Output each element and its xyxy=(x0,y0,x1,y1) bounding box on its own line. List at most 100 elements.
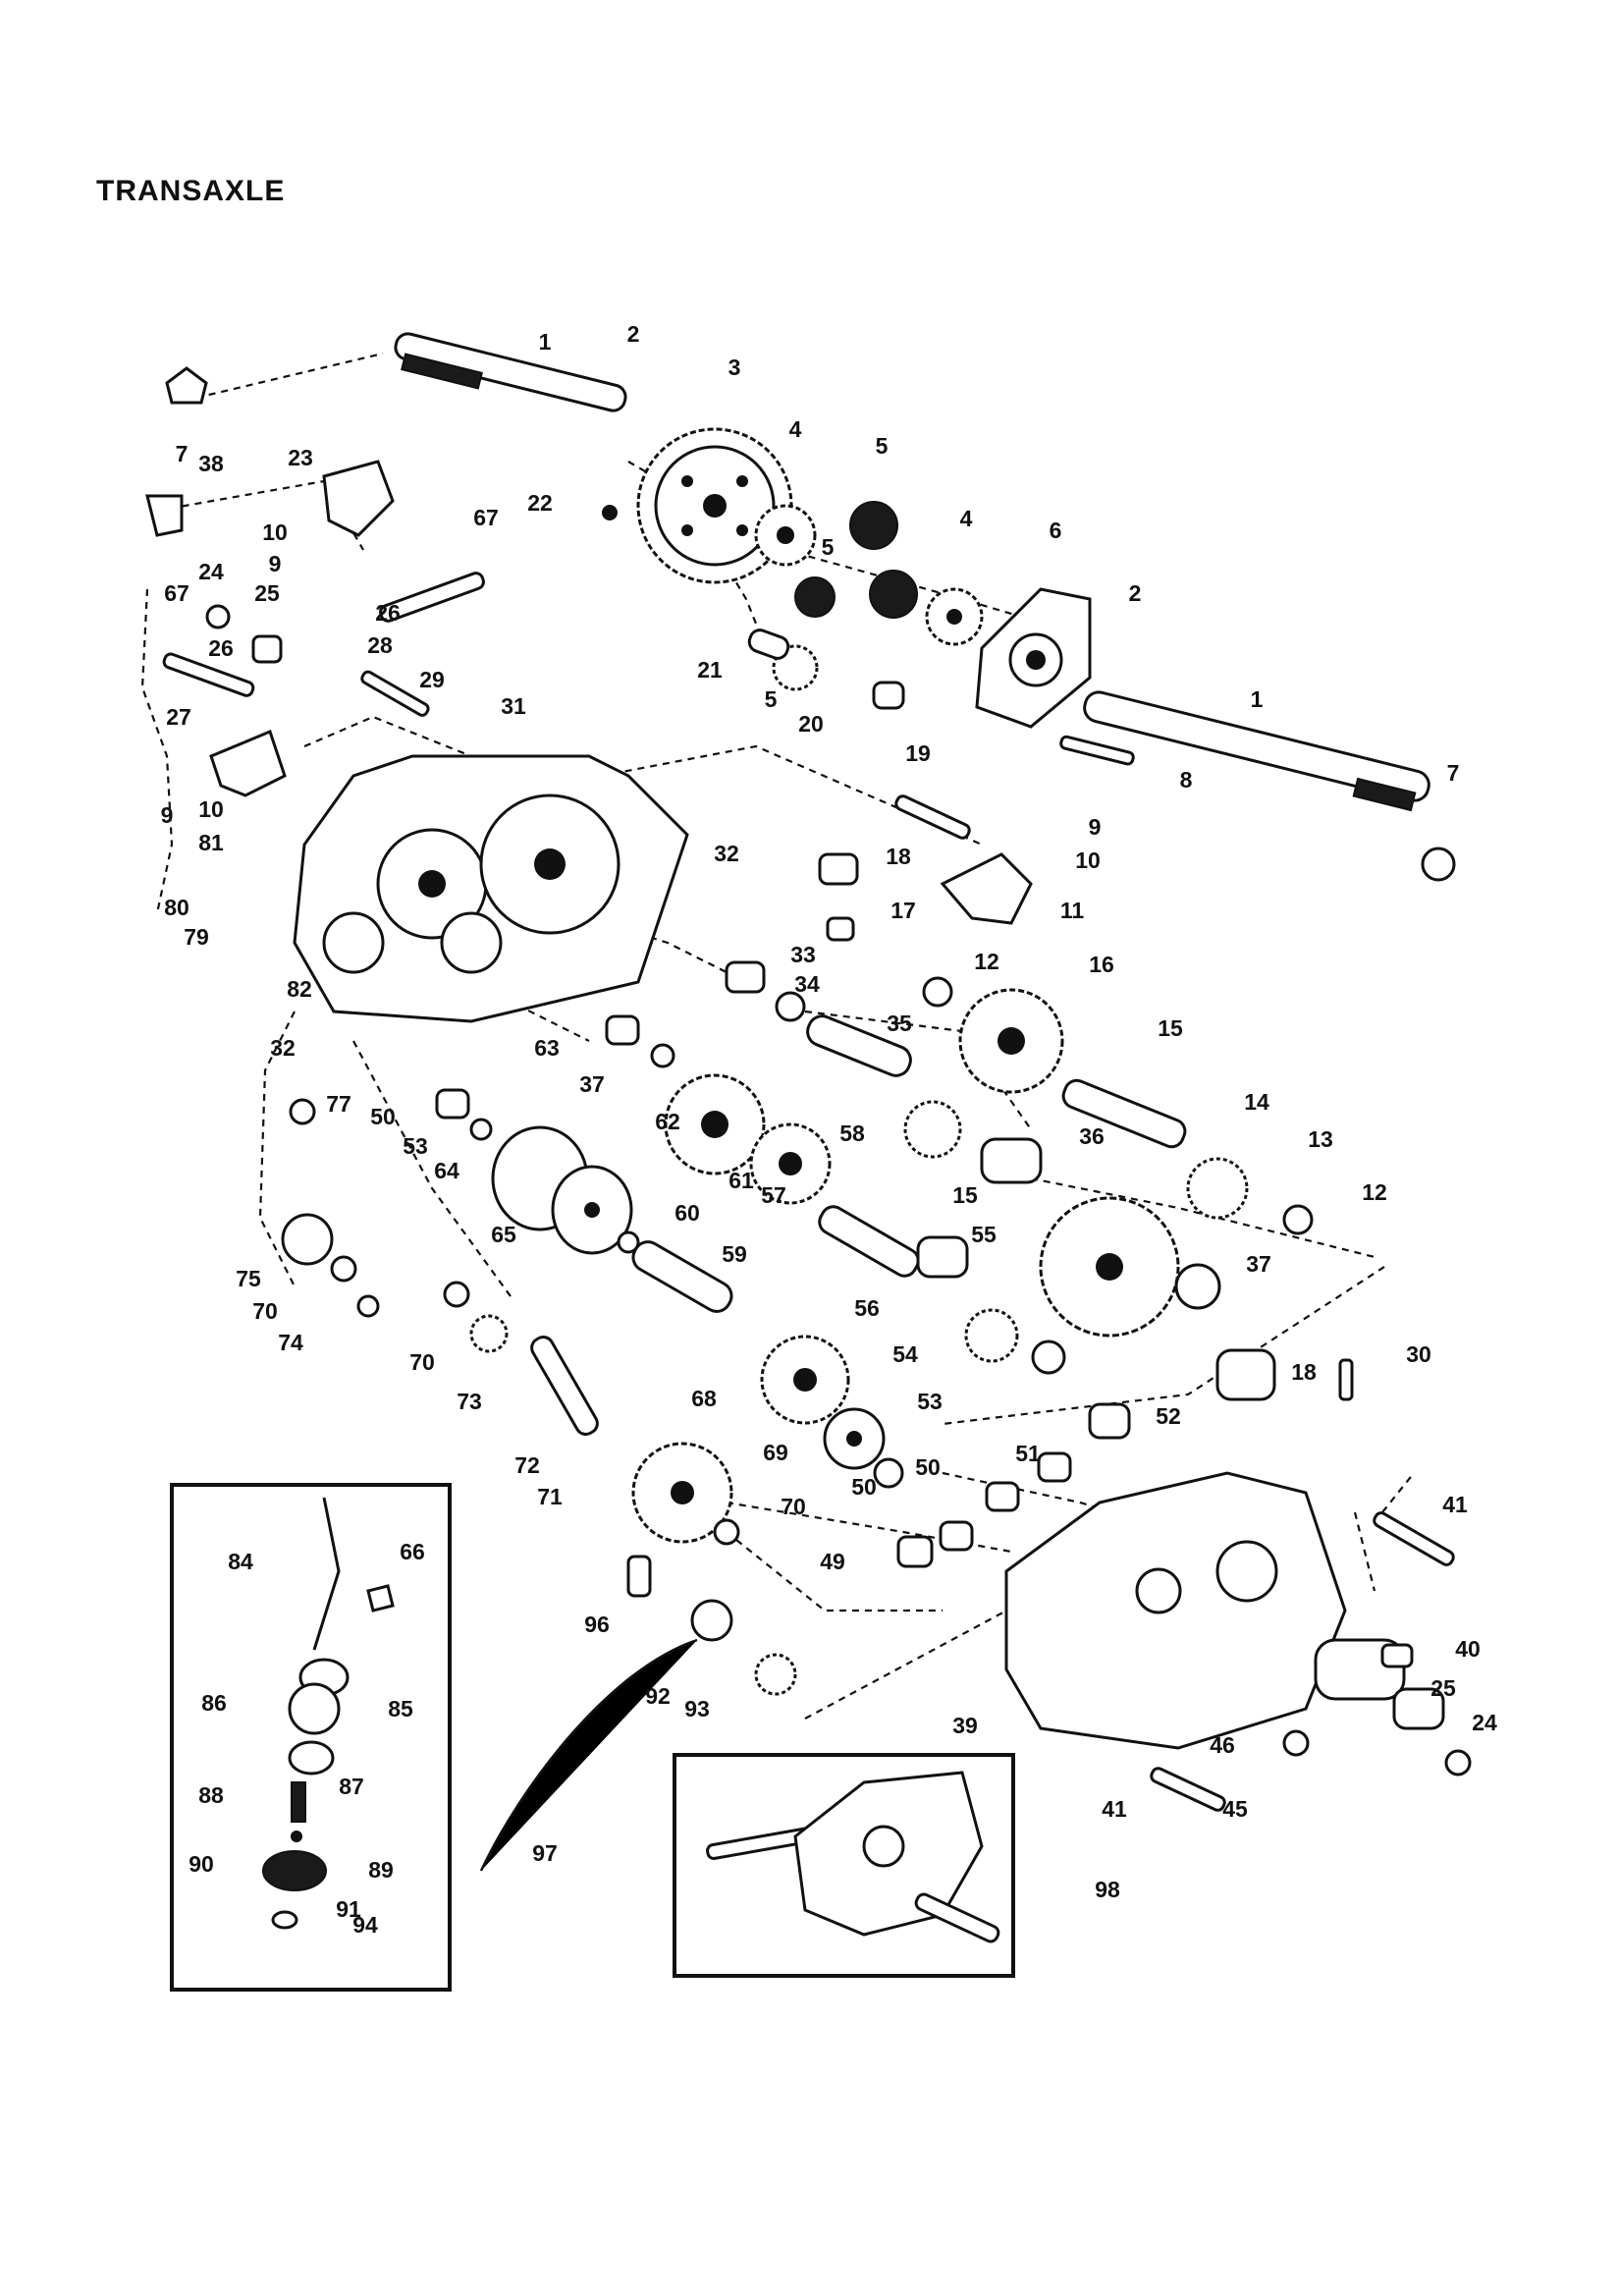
callout-12: 12 xyxy=(974,949,999,974)
callout-92: 92 xyxy=(645,1683,671,1709)
callout-20: 20 xyxy=(798,711,824,737)
callout-18: 18 xyxy=(886,844,911,869)
callout-98: 98 xyxy=(1095,1877,1120,1902)
callout-39: 39 xyxy=(952,1713,978,1738)
callout-65: 65 xyxy=(491,1222,516,1247)
callout-25: 25 xyxy=(1430,1675,1456,1701)
callout-1: 1 xyxy=(539,329,552,355)
callout-70: 70 xyxy=(409,1349,435,1375)
ring-gear xyxy=(636,427,793,584)
middle-gear-cluster xyxy=(664,960,1314,1375)
callout-13: 13 xyxy=(1308,1126,1333,1152)
callout-26: 26 xyxy=(208,635,234,661)
callout-70: 70 xyxy=(781,1494,806,1519)
callout-23: 23 xyxy=(288,445,313,470)
lower-housing xyxy=(896,1348,1472,1812)
callout-97: 97 xyxy=(532,1840,558,1866)
shift-lever-assembly xyxy=(262,1497,797,1930)
callout-3: 3 xyxy=(728,355,741,380)
callout-32: 32 xyxy=(714,841,739,866)
callout-45: 45 xyxy=(1222,1796,1248,1822)
callout-6: 6 xyxy=(1050,518,1062,543)
callout-75: 75 xyxy=(236,1266,261,1291)
callout-74: 74 xyxy=(278,1330,303,1355)
callout-77: 77 xyxy=(326,1091,351,1117)
callout-22: 22 xyxy=(527,490,553,516)
callout-79: 79 xyxy=(184,924,209,950)
callout-18: 18 xyxy=(1291,1359,1317,1385)
callout-9: 9 xyxy=(269,551,282,576)
callout-72: 72 xyxy=(514,1452,540,1478)
callout-19: 19 xyxy=(905,740,931,766)
callout-67: 67 xyxy=(473,505,499,530)
callout-30: 30 xyxy=(1406,1341,1431,1367)
callout-90: 90 xyxy=(189,1851,214,1877)
callout-28: 28 xyxy=(367,632,393,658)
inset-frame-98 xyxy=(673,1753,1015,1978)
callout-54: 54 xyxy=(892,1341,918,1367)
callout-38: 38 xyxy=(198,451,224,476)
callout-55: 55 xyxy=(971,1222,997,1247)
callout-21: 21 xyxy=(697,657,723,683)
callout-16: 16 xyxy=(1089,952,1114,977)
callout-15: 15 xyxy=(952,1182,978,1208)
callout-68: 68 xyxy=(691,1386,717,1411)
bearing-plate xyxy=(975,587,1092,729)
housing-half xyxy=(293,754,689,1023)
callout-15: 15 xyxy=(1158,1015,1183,1041)
callout-62: 62 xyxy=(655,1109,680,1134)
callout-73: 73 xyxy=(457,1389,482,1414)
callout-46: 46 xyxy=(1210,1732,1235,1758)
callout-25: 25 xyxy=(254,580,280,606)
callout-96: 96 xyxy=(584,1612,610,1637)
callout-40: 40 xyxy=(1455,1636,1481,1662)
callout-41: 41 xyxy=(1442,1492,1468,1517)
callout-85: 85 xyxy=(388,1696,413,1722)
callout-10: 10 xyxy=(1075,847,1101,873)
callout-53: 53 xyxy=(917,1389,943,1414)
callout-58: 58 xyxy=(839,1121,865,1146)
upper-small-parts xyxy=(145,366,1456,882)
callout-64: 64 xyxy=(434,1158,459,1183)
axle-shaft-left xyxy=(394,332,627,412)
callout-10: 10 xyxy=(262,519,288,545)
callout-51: 51 xyxy=(1015,1441,1041,1466)
assembled-transaxle xyxy=(706,1771,1000,1943)
callout-2: 2 xyxy=(1129,580,1142,606)
callout-84: 84 xyxy=(228,1549,253,1574)
callout-50: 50 xyxy=(370,1104,396,1129)
callout-5: 5 xyxy=(822,534,835,560)
callout-93: 93 xyxy=(684,1696,710,1722)
callout-86: 86 xyxy=(201,1690,227,1716)
callout-67: 67 xyxy=(164,580,189,606)
callout-8: 8 xyxy=(1180,767,1193,793)
shift-fork xyxy=(818,794,1033,942)
diagram-title: TRANSAXLE xyxy=(96,175,286,207)
callout-4: 4 xyxy=(789,416,802,442)
callout-5: 5 xyxy=(765,686,778,712)
callout-9: 9 xyxy=(161,802,174,828)
callout-29: 29 xyxy=(419,667,445,692)
callout-7: 7 xyxy=(176,441,189,466)
callout-10: 10 xyxy=(198,796,224,822)
callout-9: 9 xyxy=(1089,814,1102,840)
callout-59: 59 xyxy=(722,1241,747,1267)
callout-26: 26 xyxy=(375,600,401,626)
callout-87: 87 xyxy=(339,1774,364,1799)
callout-37: 37 xyxy=(579,1071,605,1097)
callout-36: 36 xyxy=(1079,1123,1105,1149)
callout-33: 33 xyxy=(790,942,816,967)
callout-91: 91 xyxy=(336,1896,361,1922)
callout-81: 81 xyxy=(198,830,224,855)
callout-17: 17 xyxy=(890,898,916,923)
callout-80: 80 xyxy=(164,895,189,920)
callout-1: 1 xyxy=(1251,686,1264,712)
callout-61: 61 xyxy=(728,1168,754,1193)
callout-66: 66 xyxy=(400,1539,425,1564)
callout-31: 31 xyxy=(501,693,526,719)
callout-63: 63 xyxy=(534,1035,560,1061)
callout-7: 7 xyxy=(1447,760,1460,786)
axle-shaft-right xyxy=(1083,690,1430,812)
